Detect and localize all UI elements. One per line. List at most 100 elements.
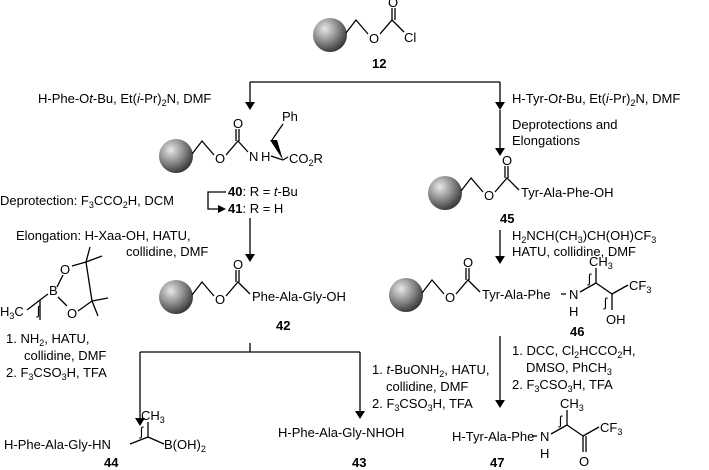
resin-bead-icon <box>389 278 423 312</box>
oxidation-arrow <box>495 336 505 408</box>
ketone-oxygen: O <box>579 454 589 469</box>
bond-line <box>271 123 284 141</box>
resin-bead-icon <box>428 176 462 210</box>
compound-number-47: 47 <box>490 455 504 470</box>
compound-45: O O Tyr-Ala-Phe-OH 45 <box>428 153 613 226</box>
compound-43: H-Phe-Ala-Gly-NHOH 43 <box>278 425 404 470</box>
carbonyl-oxygen: O <box>463 255 473 270</box>
condition-boron-line3: 2. F3CSO3H, TFA <box>6 365 107 382</box>
bond-line <box>345 18 369 35</box>
stereo-wavy-mark: ʃ <box>603 295 608 310</box>
resin-bead-icon <box>313 18 347 52</box>
compound-number-43: 43 <box>352 455 366 470</box>
oxygen-atom: O <box>369 31 379 46</box>
hydrogen-atom: H <box>261 149 270 164</box>
condition-right-deprot-line2: Elongations <box>512 133 580 148</box>
bond-line <box>191 139 215 156</box>
bond-line <box>455 279 481 295</box>
condition-hydroxamate-line2: collidine, DMF <box>386 379 468 394</box>
hydrogen-atom: H <box>569 304 578 319</box>
condition-oxidation-line1: 1. DCC, Cl2HCCO2H, <box>512 343 635 360</box>
peptide-chain: H-Tyr-Ala-Phe <box>452 429 534 444</box>
compound-46: O O Tyr-Ala-Phe N H CH3 ʃ ʃ OH CF3 46 <box>389 254 651 339</box>
condition-right-top: H-Tyr-Ot-Bu, Et(i-Pr)2N, DMF <box>512 91 680 108</box>
bond-line <box>494 177 520 193</box>
condition-left-top: H-Phe-Ot-Bu, Et(i-Pr)2N, DMF <box>38 91 211 108</box>
amine-coupling-arrow <box>495 230 505 264</box>
bond-line <box>225 281 251 297</box>
oxygen-atom: O <box>60 262 70 277</box>
condition-oxidation-line2: DMSO, PhCH3 <box>526 360 612 377</box>
carbonyl-oxygen: O <box>233 116 243 131</box>
elongation-arrow <box>245 218 255 262</box>
compound-number-44: 44 <box>104 455 119 470</box>
right-elongation-arrow <box>495 110 505 156</box>
condition-elongation-line1: Elongation: H-Xaa-OH, HATU, <box>16 228 191 243</box>
condition-boron-line2: collidine, DMF <box>24 348 106 363</box>
boronate-reagent: H3C ʃ B O O <box>0 246 109 321</box>
nitrogen-atom: N <box>540 429 549 444</box>
boronic-acid-group: B(OH)2 <box>164 437 206 454</box>
condition-hydroxamate-line1: 1. t-BuONH2, HATU, <box>372 362 490 379</box>
bond-line <box>421 278 445 295</box>
methyl-group: CH3 <box>589 254 613 271</box>
deprotection-arrow <box>207 191 226 213</box>
methyl-group: H3C <box>0 304 24 321</box>
compound-number-12: 12 <box>372 56 386 71</box>
compound-number-46: 46 <box>570 324 584 339</box>
condition-deprotection: Deprotection: F3CCO2H, DCM <box>0 193 174 210</box>
bond-line <box>282 156 289 161</box>
oxygen-atom: O <box>484 188 494 203</box>
bottom-left-branch-arrows <box>135 343 365 426</box>
nitrogen-atom: N <box>249 149 258 164</box>
oxygen-atom: O <box>67 306 77 321</box>
oxygen-atom: O <box>445 290 455 305</box>
boron-atom: B <box>49 283 58 298</box>
peptide-chain: Phe-Ala-Gly-OH <box>252 289 346 304</box>
chloro-group: Cl <box>404 30 416 45</box>
top-branch-arrows <box>245 81 505 110</box>
compound-12: O O Cl 12 <box>313 0 416 71</box>
condition-amine-line2: HATU, collidine, DMF <box>512 244 636 259</box>
compound-47: H-Tyr-Ala-Phe N H CH3 ʃ O CF3 47 <box>452 396 622 470</box>
compound-44: H-Phe-Ala-Gly-HN CH3 ʃ B(OH)2 44 <box>4 408 206 470</box>
hydroxyl-group: OH <box>606 312 626 327</box>
oxygen-atom: O <box>215 292 225 307</box>
compound-42: O O Phe-Ala-Gly-OH 42 <box>159 257 346 333</box>
compound-number-42: 42 <box>276 318 290 333</box>
condition-oxidation-line3: 2. F3CSO3H, TFA <box>512 377 613 394</box>
bond-line <box>379 19 405 35</box>
methyl-group: CH3 <box>141 408 165 425</box>
condition-amine-line1: H2NCH(CH3)CH(OH)CF3 <box>512 228 656 245</box>
compound-41-definition: 41: R = H <box>228 201 283 216</box>
phenyl-substituent: Ph <box>282 109 298 124</box>
ester-group: CO2R <box>289 151 323 168</box>
carbonyl-oxygen: O <box>502 153 512 168</box>
carbonyl-oxygen: O <box>233 257 243 272</box>
stereo-wavy-mark: ʃ <box>558 413 563 428</box>
hydrogen-atom: H <box>540 446 549 461</box>
compound-number-45: 45 <box>500 211 514 226</box>
bond-line <box>225 140 249 156</box>
carbonyl-oxygen: O <box>388 0 398 10</box>
methyl-group: CH3 <box>560 396 584 413</box>
oxygen-atom: O <box>215 151 225 166</box>
nitrogen-atom: N <box>569 287 578 302</box>
resin-bead-icon <box>159 280 193 314</box>
bond-line <box>270 155 284 161</box>
condition-hydroxamate-line3: 2. F3CSO3H, TFA <box>372 396 473 413</box>
hydroxamic-acid-product: H-Phe-Ala-Gly-NHOH <box>278 425 404 440</box>
resin-bead-icon <box>159 139 193 173</box>
bond-line <box>191 280 215 297</box>
stereo-wedge <box>270 140 283 160</box>
stereo-wavy-mark: ʃ <box>36 303 41 318</box>
condition-right-deprot-line1: Deprotections and <box>512 117 618 132</box>
peptide-chain: Tyr-Ala-Phe-OH <box>521 185 613 200</box>
stereo-wavy-mark: ʃ <box>587 271 592 286</box>
peptide-chain: H-Phe-Ala-Gly-HN <box>4 437 111 452</box>
trifluoromethyl-group: CF3 <box>600 420 622 437</box>
condition-elongation-line2: collidine, DMF <box>126 244 208 259</box>
compound-40-definition: 40: R = t-Bu <box>228 184 298 199</box>
compound-40-41: Ph O O N H CO2R 40: R = t-Bu 41: R = H <box>159 109 323 216</box>
